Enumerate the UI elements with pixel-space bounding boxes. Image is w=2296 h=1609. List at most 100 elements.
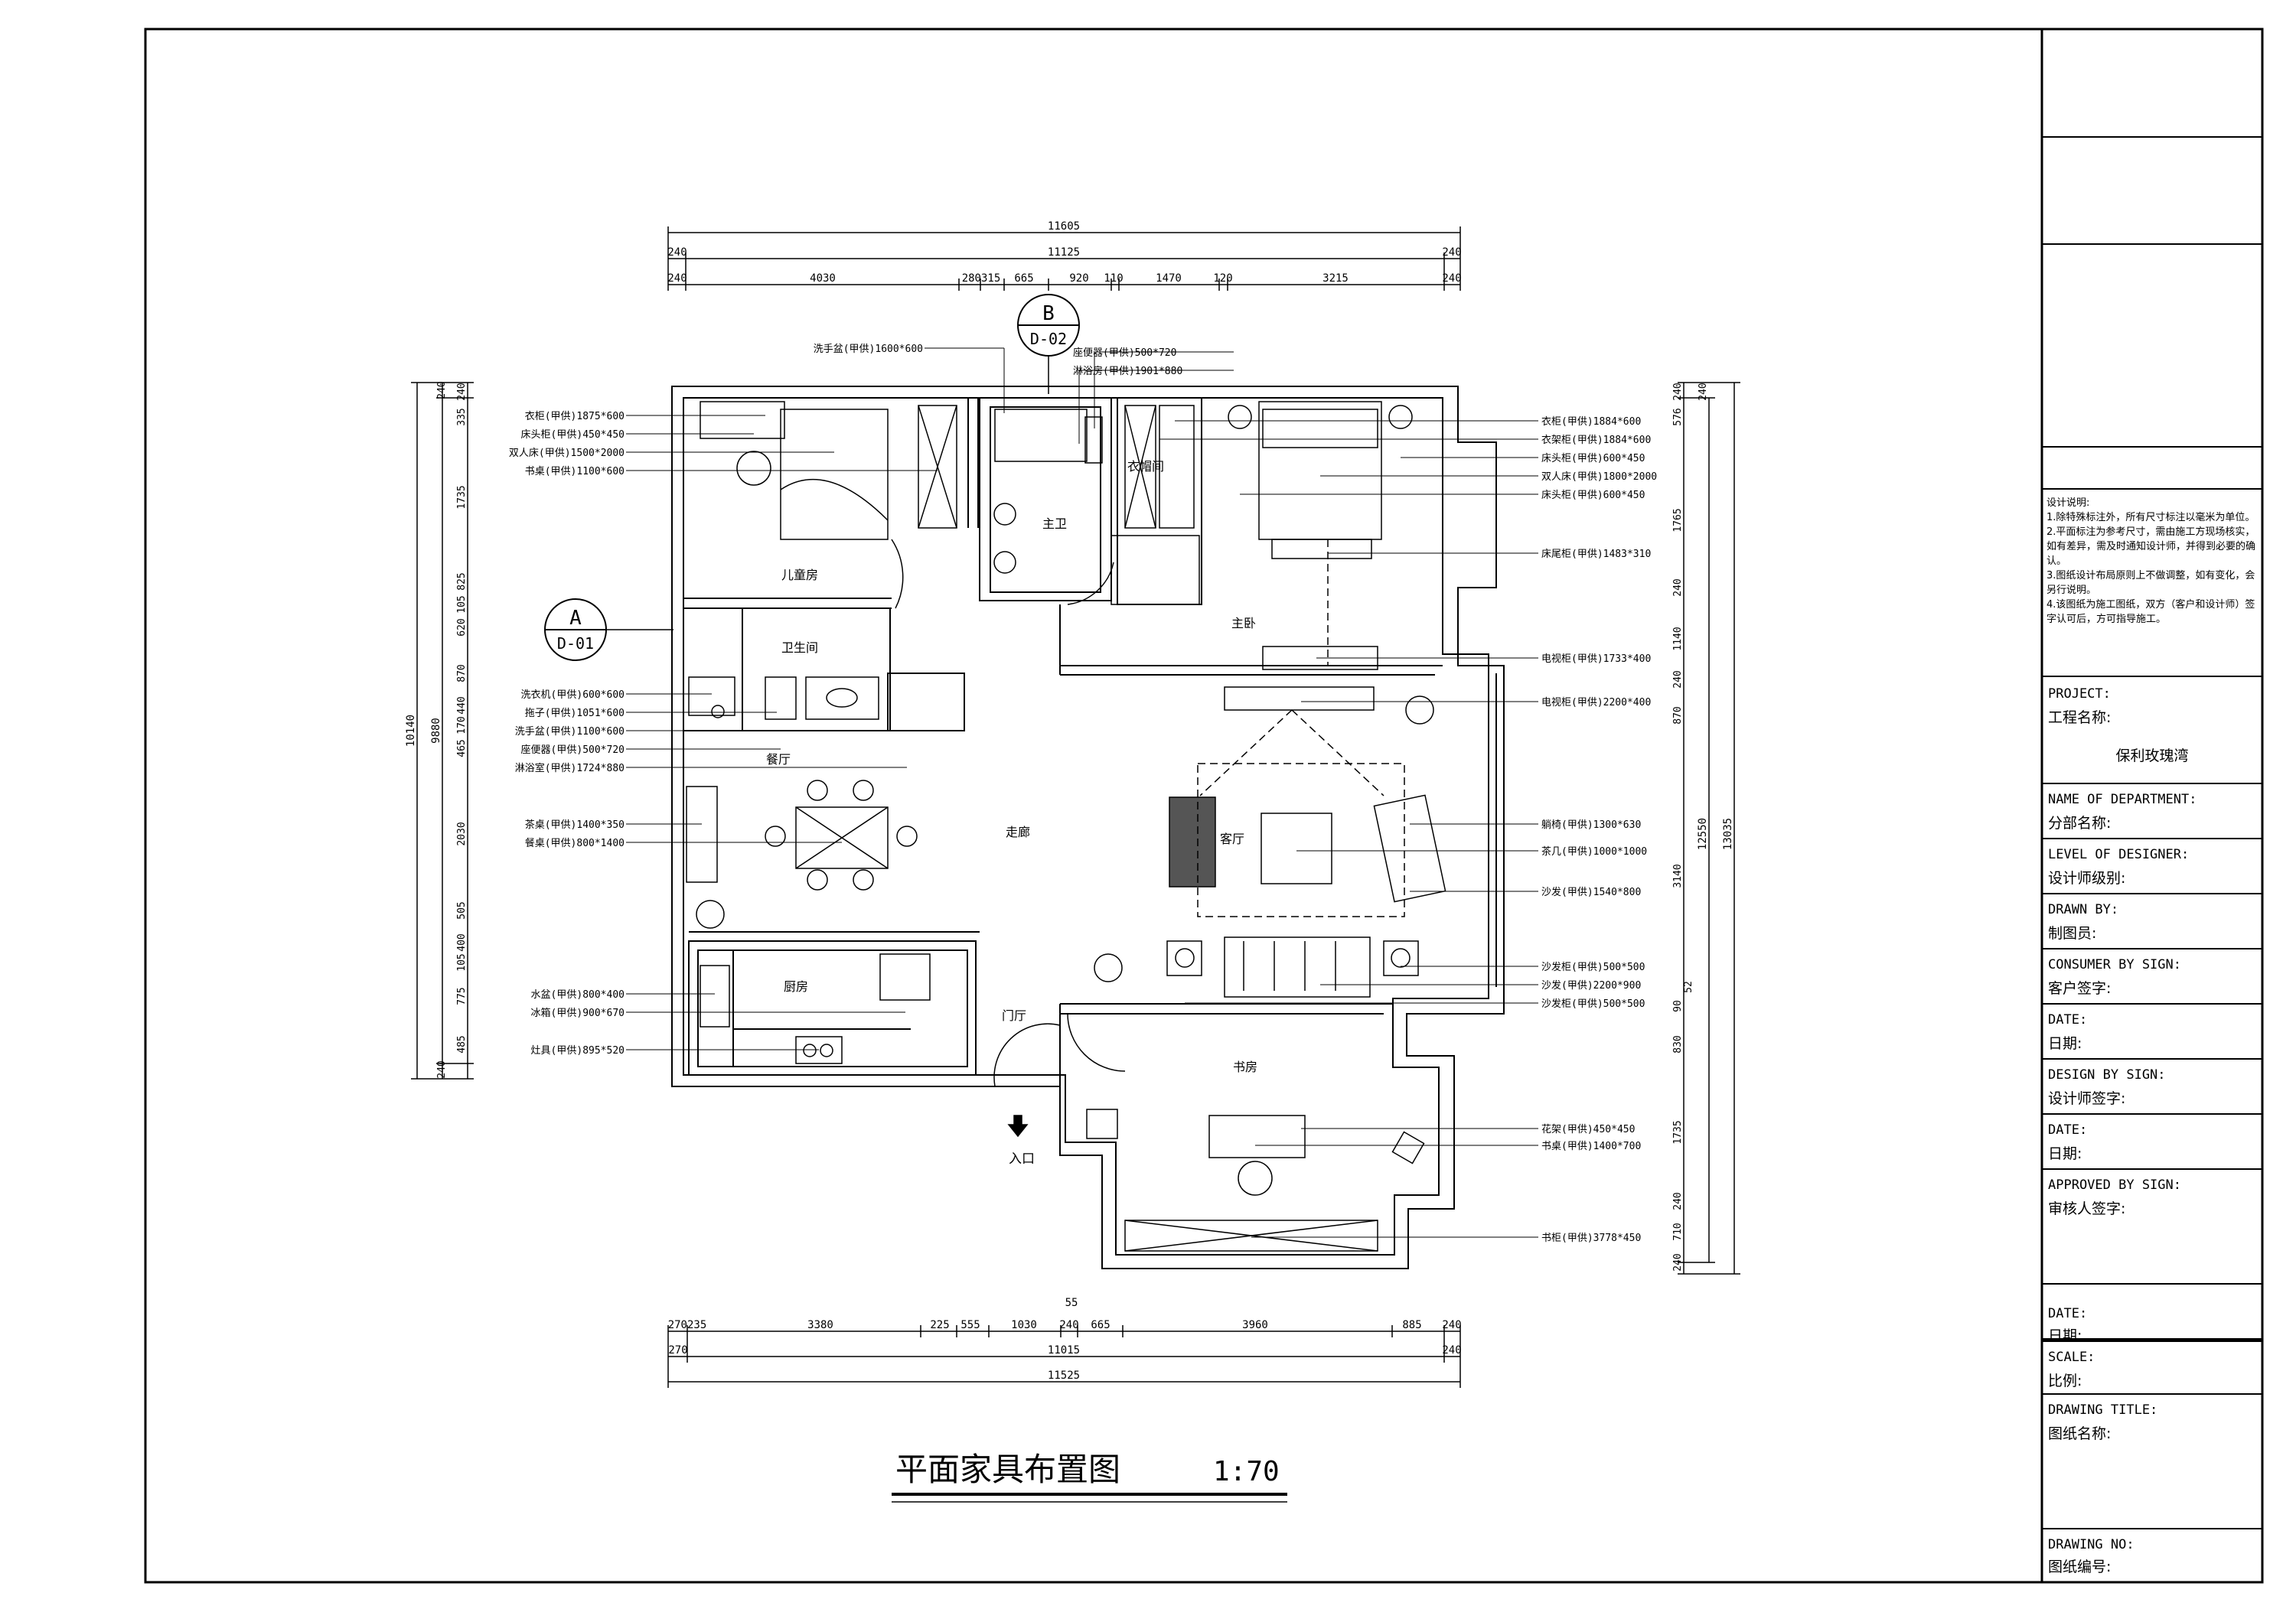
label-right: 茶几(甲供)1000*1000 <box>1541 845 1647 858</box>
tb-drawing-title: DRAWING TITLE: 图纸名称: <box>2042 1393 2262 1528</box>
tb-date3: DATE: 日期: <box>2042 1283 2262 1344</box>
tb-notes-section: 设计说明: 1.除特殊标注外，所有尺寸标注以毫米为单位。 2.平面标注为参考尺寸… <box>2042 488 2262 676</box>
dim-right-seg: 3140 <box>1672 864 1684 888</box>
tb-dno-cn: 图纸编号: <box>2048 1559 2112 1575</box>
label-left: 餐桌(甲供)800*1400 <box>525 837 625 849</box>
label-left: 书桌(甲供)1100*600 <box>525 466 625 477</box>
tb-dept-cn: 分部名称: <box>2048 815 2112 832</box>
dim-left-seg: 775 <box>456 987 468 1005</box>
label-right: 床尾柜(甲供)1483*310 <box>1541 549 1651 560</box>
tb-note: 1.除特殊标注外，所有尺寸标注以毫米为单位。 <box>2047 512 2255 523</box>
dim-right-overall: 13035 <box>1722 818 1734 850</box>
dim-right-seg: 830 <box>1672 1035 1684 1053</box>
dim-left-seg: 335 <box>456 408 468 425</box>
label-top: 淋浴房(甲供)1901*880 <box>1073 365 1182 377</box>
tb-dept: NAME OF DEPARTMENT: 分部名称: <box>2042 783 2262 838</box>
callout-a-letter: A <box>569 607 582 630</box>
tb-scale-en: SCALE: <box>2048 1350 2095 1365</box>
tb-drawn-cn: 制图员: <box>2048 925 2097 942</box>
dim-top-seg: 280315 <box>962 272 1001 285</box>
callout-a <box>544 598 673 661</box>
tb-drawn: DRAWN BY: 制图员: <box>2042 893 2262 948</box>
tb-date1: DATE: 日期: <box>2042 1003 2262 1058</box>
dim-bottom-270: 270 <box>668 1344 687 1357</box>
tb-dtitle-en: DRAWING TITLE: <box>2048 1402 2158 1418</box>
dim-top-seg: 240 <box>1442 272 1461 285</box>
dim-left-seg: 620 <box>456 618 468 636</box>
label-left: 冰箱(甲供)900*670 <box>531 1007 625 1019</box>
label-left: 洗手盆(甲供)1100*600 <box>515 726 625 738</box>
label-right: 躺椅(甲供)1300*630 <box>1541 819 1641 831</box>
dim-top-240b: 240 <box>1442 246 1461 259</box>
dim-top-overall: 11605 <box>1048 220 1080 233</box>
room-master-bed: 主卧 <box>1231 616 1256 630</box>
dim-right-seg: 240 <box>1672 1192 1684 1210</box>
dim-left-seg: 240 <box>436 1060 448 1078</box>
dim-bottom-inner: 11015 <box>1048 1344 1080 1357</box>
dim-left-seg: 870 <box>456 664 468 682</box>
dim-left-seg: 2030 <box>456 822 468 845</box>
label-right: 沙发(甲供)2200*900 <box>1541 979 1641 992</box>
label-left: 拖子(甲供)1051*600 <box>525 708 625 719</box>
dim-left-seg: 240 <box>456 383 468 400</box>
label-right: 床头柜(甲供)600*450 <box>1541 490 1645 501</box>
label-left: 灶具(甲供)895*520 <box>531 1045 625 1057</box>
bottom-dimensions <box>667 1325 1461 1388</box>
dim-bottom-seg: 3380 <box>807 1319 833 1331</box>
label-right: 衣架柜(甲供)1884*600 <box>1541 434 1651 446</box>
tb-approved-en: APPROVED BY SIGN: <box>2048 1177 2181 1193</box>
room-foyer: 门厅 <box>1002 1008 1026 1023</box>
tb-project-cn: 工程名称: <box>2048 709 2112 726</box>
tb-date3-en: DATE: <box>2048 1306 2088 1321</box>
dim-right-seg: 1735 <box>1672 1120 1684 1144</box>
walls <box>671 386 1505 1269</box>
callout-b-letter: B <box>1042 302 1055 325</box>
label-right: 双人床(甲供)1800*2000 <box>1541 471 1657 483</box>
dim-bottom-seg: 555 <box>960 1319 980 1331</box>
dim-bottom-overall: 11525 <box>1048 1370 1080 1382</box>
room-bathroom: 卫生间 <box>781 640 818 655</box>
tb-divider <box>2042 446 2262 448</box>
tb-dept-en: NAME OF DEPARTMENT: <box>2048 792 2197 807</box>
label-right: 衣柜(甲供)1884*600 <box>1541 415 1641 428</box>
tb-notes-title: 设计说明: <box>2047 497 2090 509</box>
left-dimensions <box>411 382 474 1080</box>
right-dimensions <box>1678 382 1740 1275</box>
tb-divider <box>2042 243 2262 245</box>
label-left: 座便器(甲供)500*720 <box>521 744 625 756</box>
label-left: 双人床(甲供)1500*2000 <box>509 448 625 459</box>
label-left: 水盆(甲供)800*400 <box>531 989 625 1001</box>
dim-right-small: 52 <box>1683 981 1694 993</box>
tb-approved: APPROVED BY SIGN: 审核人签字: <box>2042 1168 2262 1283</box>
furniture <box>686 401 1446 1252</box>
tb-divider <box>2042 136 2262 138</box>
room-closet: 衣帽间 <box>1127 459 1164 474</box>
dim-left-overall: 10140 <box>405 715 417 747</box>
dim-left-seg: 465 <box>456 739 468 757</box>
label-right: 床头柜(甲供)600*450 <box>1541 453 1645 464</box>
room-living: 客厅 <box>1220 832 1244 846</box>
top-dimensions <box>667 226 1461 291</box>
tb-consumer: CONSUMER BY SIGN: 客户签字: <box>2042 948 2262 1003</box>
dim-left-seg: 440 <box>456 696 468 714</box>
tb-project: PROJECT: 工程名称: 保利玫瑰湾 <box>2042 676 2262 783</box>
title-block: 设计说明: 1.除特殊标注外，所有尺寸标注以毫米为单位。 2.平面标注为参考尺寸… <box>2042 29 2262 1582</box>
dim-right-seg: 710 <box>1672 1223 1684 1240</box>
dim-bottom-240: 240 <box>1442 1344 1461 1357</box>
dim-left-seg: 1735 <box>456 485 468 509</box>
dim-top-seg: 920 <box>1069 272 1088 285</box>
dim-left-seg: 400 <box>456 933 468 951</box>
tb-level-en: LEVEL OF DESIGNER: <box>2048 847 2190 862</box>
leader-lines <box>626 347 1538 1238</box>
dim-top-seg: 4030 <box>810 272 836 285</box>
room-kitchen: 厨房 <box>784 979 808 994</box>
dim-bottom-small: 55 <box>1065 1297 1078 1309</box>
callout-b <box>1017 294 1080 394</box>
dim-top-seg: 240 <box>667 272 687 285</box>
tb-date2-en: DATE: <box>2048 1122 2088 1138</box>
label-right: 沙发柜(甲供)500*500 <box>1541 998 1645 1010</box>
label-left: 床头柜(甲供)450*450 <box>521 429 625 441</box>
dim-right-seg: 1140 <box>1672 627 1684 650</box>
tb-note: 2.平面标注为参考尺寸，需由施工方现场核实，如有差异，需及时通知设计师，并得到必… <box>2047 526 2256 567</box>
label-left: 衣柜(甲供)1875*600 <box>525 410 625 422</box>
